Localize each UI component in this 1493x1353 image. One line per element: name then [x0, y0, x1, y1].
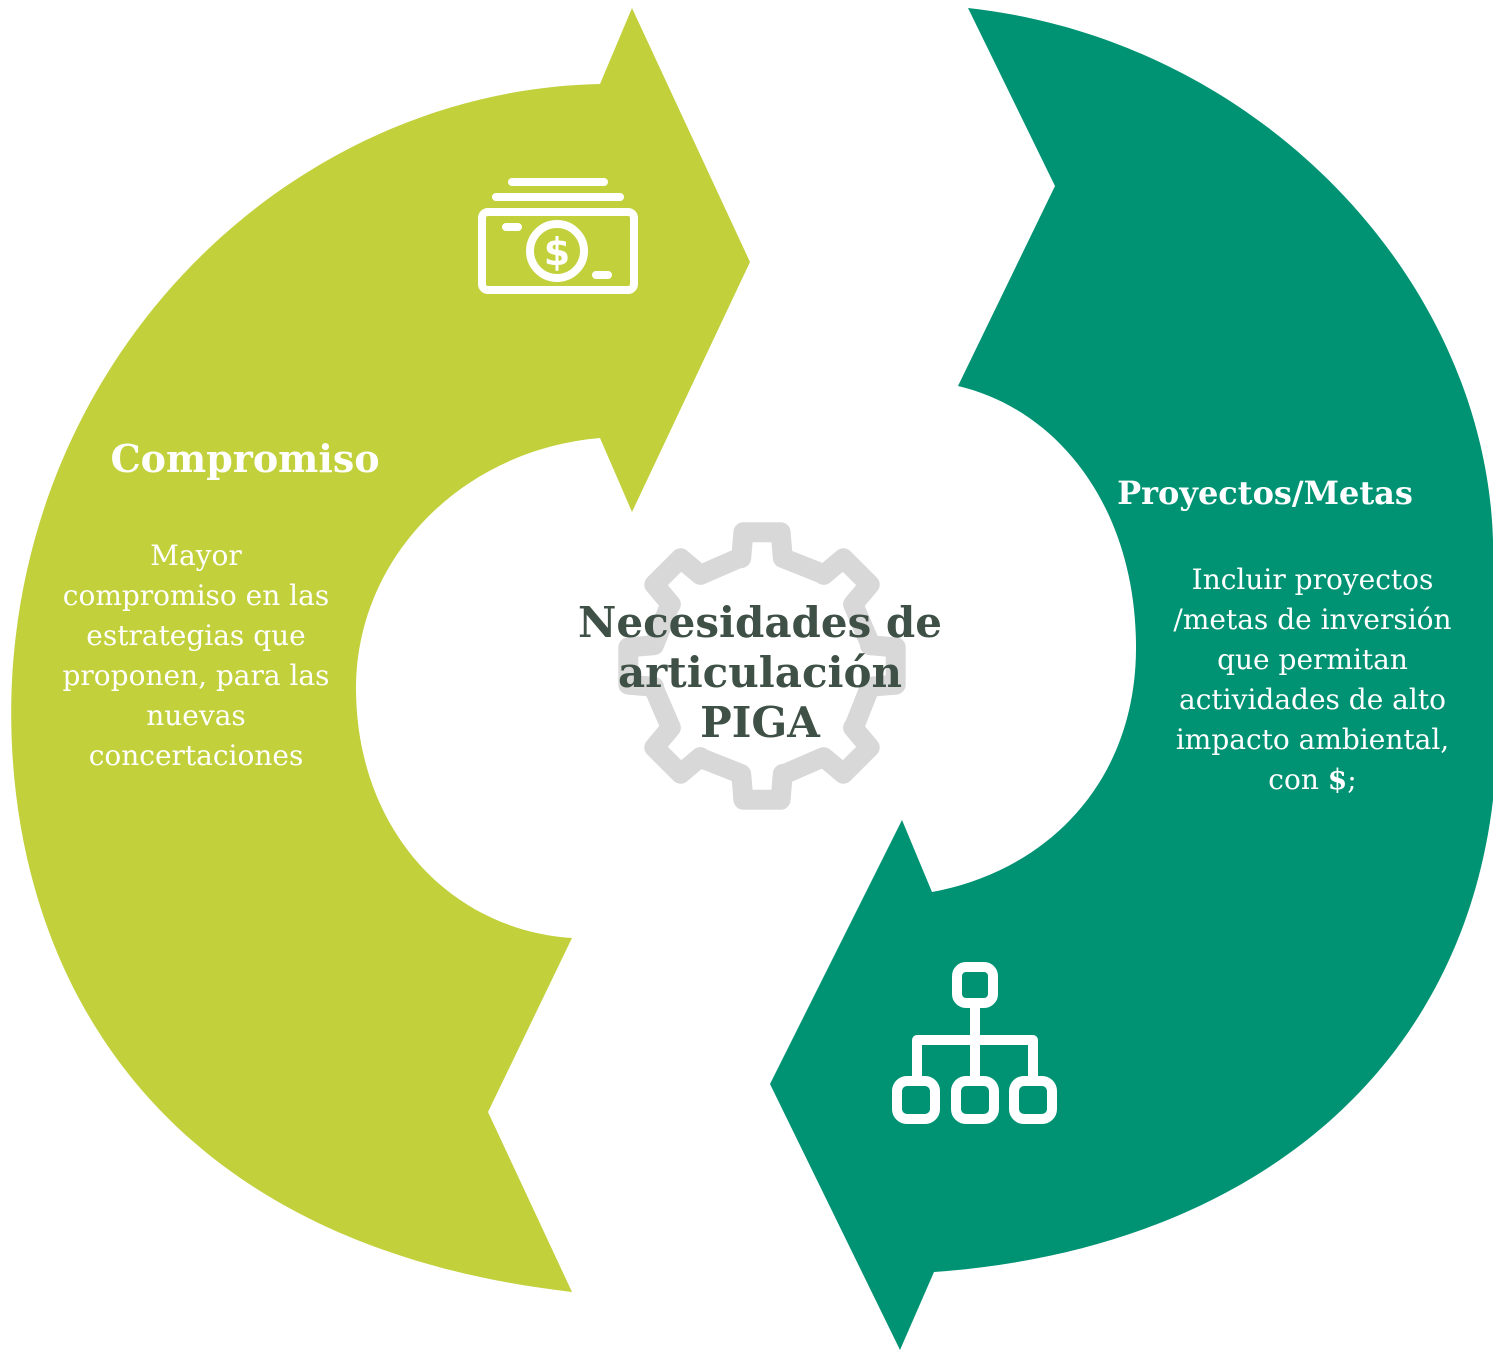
proyectos-metas-text: Incluir proyectos /metas de inversión qu… [1173, 563, 1452, 796]
dollar-sign-glyph: $ [544, 230, 570, 274]
compromiso-description: Mayor compromiso en las estrategias que … [62, 539, 330, 772]
dollar-emphasis: $ [1327, 763, 1348, 796]
proyectos-metas-heading: Proyectos/Metas [1117, 474, 1413, 512]
org-chart-icon [892, 962, 1057, 1124]
center-title: Necesidades de articulación PIGA [577, 598, 943, 747]
proyectos-metas-description: Incluir proyectos /metas de inversión qu… [1160, 560, 1465, 800]
proyectos-metas-text-end: ; [1347, 763, 1357, 796]
gear-icon [618, 522, 906, 810]
right-cycle-arrow [770, 8, 1493, 1350]
money-bill-icon [478, 178, 638, 294]
left-cycle-arrow [11, 8, 750, 1292]
compromiso-heading: Compromiso [110, 436, 380, 481]
